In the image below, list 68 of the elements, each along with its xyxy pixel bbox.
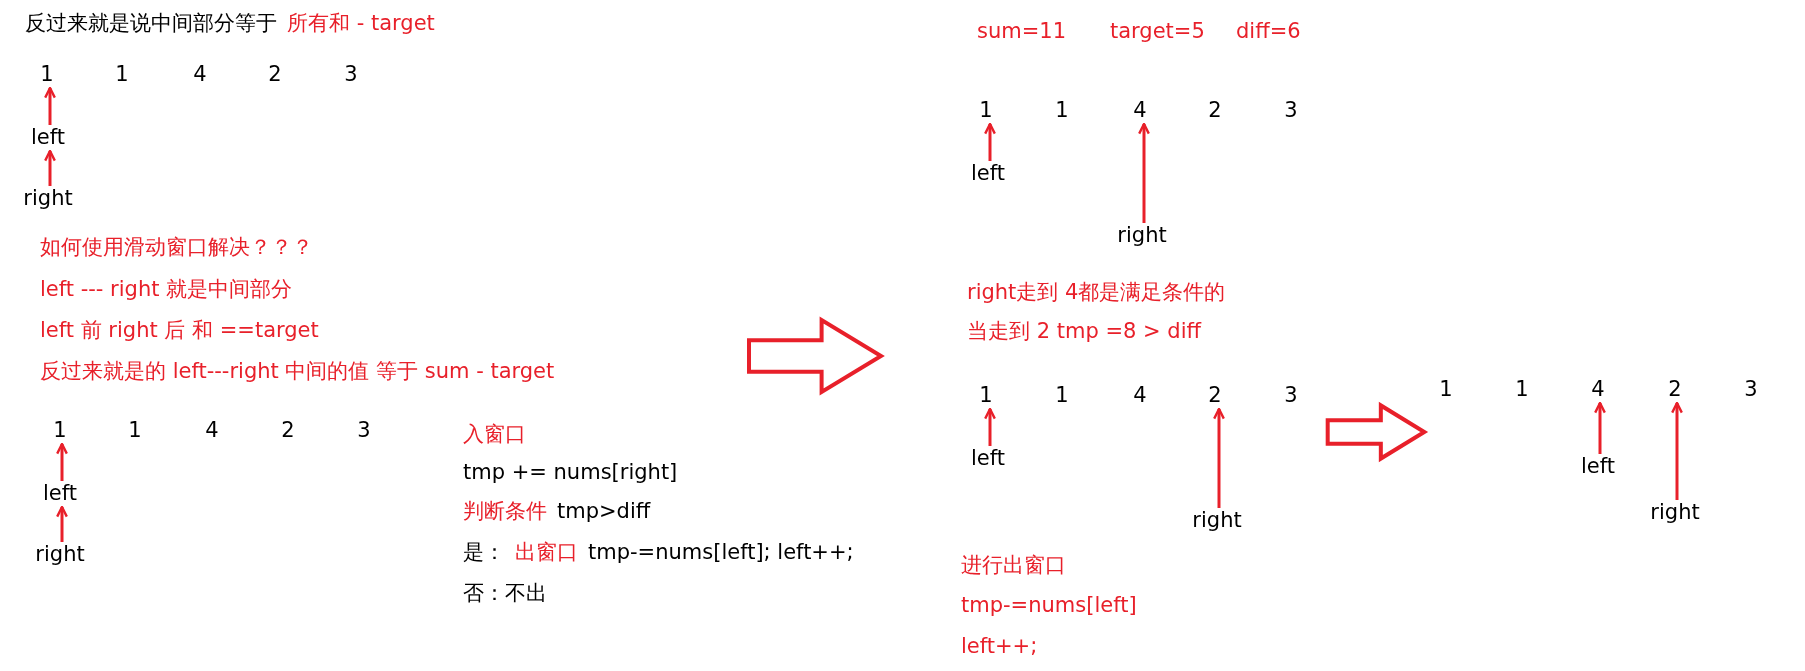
array-number: 3 xyxy=(1284,97,1298,123)
array-number: 3 xyxy=(357,417,371,443)
note-text: 反过来就是说中间部分等于 xyxy=(25,10,277,36)
pointer-arrow xyxy=(56,505,68,542)
pointer-arrow xyxy=(56,442,68,481)
note-text: 如何使用滑动窗口解决？？？ xyxy=(40,234,313,260)
note-text: 进行出窗口 xyxy=(961,552,1066,578)
block-arrow xyxy=(1325,401,1429,463)
note-text: right走到 4都是满足条件的 xyxy=(967,279,1226,305)
pointer-label: left xyxy=(1581,453,1615,479)
note-text: target=5 xyxy=(1110,18,1205,44)
array-number: 2 xyxy=(281,417,295,443)
array-number: 1 xyxy=(979,97,993,123)
pointer-label: left xyxy=(31,124,65,150)
pointer-label: left xyxy=(971,445,1005,471)
note-text: tmp>diff xyxy=(557,498,651,524)
pointer-arrow xyxy=(1213,407,1225,508)
note-text: tmp += nums[right] xyxy=(463,459,678,485)
array-number: 4 xyxy=(1591,376,1605,402)
array-number: 3 xyxy=(1284,382,1298,408)
note-text: 所有和 - target xyxy=(287,10,435,36)
note-text: left 前 right 后 和 ==target xyxy=(40,317,319,343)
pointer-arrow xyxy=(1138,122,1150,223)
array-number: 2 xyxy=(268,61,282,87)
array-number: 1 xyxy=(128,417,142,443)
array-number: 1 xyxy=(979,382,993,408)
array-number: 1 xyxy=(53,417,67,443)
array-number: 1 xyxy=(40,61,54,87)
array-number: 1 xyxy=(1515,376,1529,402)
note-text: 是： xyxy=(463,539,505,565)
array-number: 2 xyxy=(1208,382,1222,408)
array-number: 2 xyxy=(1208,97,1222,123)
pointer-arrow xyxy=(1671,401,1683,500)
pointer-arrow xyxy=(44,86,56,125)
array-number: 4 xyxy=(1133,382,1147,408)
pointer-label: left xyxy=(43,480,77,506)
note-text: 当走到 2 tmp =8 > diff xyxy=(967,318,1201,344)
note-text: 入窗口 xyxy=(463,421,526,447)
array-number: 4 xyxy=(1133,97,1147,123)
array-number: 1 xyxy=(1055,382,1069,408)
pointer-label: right xyxy=(35,541,85,567)
note-text: 判断条件 xyxy=(463,498,547,524)
pointer-arrow xyxy=(1594,401,1606,454)
array-number: 1 xyxy=(1055,97,1069,123)
note-text: left --- right 就是中间部分 xyxy=(40,276,293,302)
note-text: left++; xyxy=(961,633,1038,659)
note-text: tmp-=nums[left]; left++; xyxy=(588,539,854,565)
array-number: 1 xyxy=(1439,376,1453,402)
pointer-label: left xyxy=(971,160,1005,186)
note-text: diff=6 xyxy=(1236,18,1301,44)
note-text: 否：不出 xyxy=(463,580,547,606)
note-text: 出窗口 xyxy=(515,539,578,565)
pointer-label: right xyxy=(1650,499,1700,525)
pointer-label: right xyxy=(1117,222,1167,248)
array-number: 4 xyxy=(193,61,207,87)
array-number: 2 xyxy=(1668,376,1682,402)
array-number: 3 xyxy=(1744,376,1758,402)
array-number: 1 xyxy=(115,61,129,87)
pointer-label: right xyxy=(1192,507,1242,533)
note-text: sum=11 xyxy=(977,18,1067,44)
pointer-label: right xyxy=(23,185,73,211)
pointer-arrow xyxy=(44,149,56,186)
array-number: 3 xyxy=(344,61,358,87)
note-text: 反过来就是的 left---right 中间的值 等于 sum - target xyxy=(40,358,555,384)
note-text: tmp-=nums[left] xyxy=(961,592,1137,618)
array-number: 4 xyxy=(205,417,219,443)
pointer-arrow xyxy=(984,407,996,446)
pointer-arrow xyxy=(984,122,996,161)
